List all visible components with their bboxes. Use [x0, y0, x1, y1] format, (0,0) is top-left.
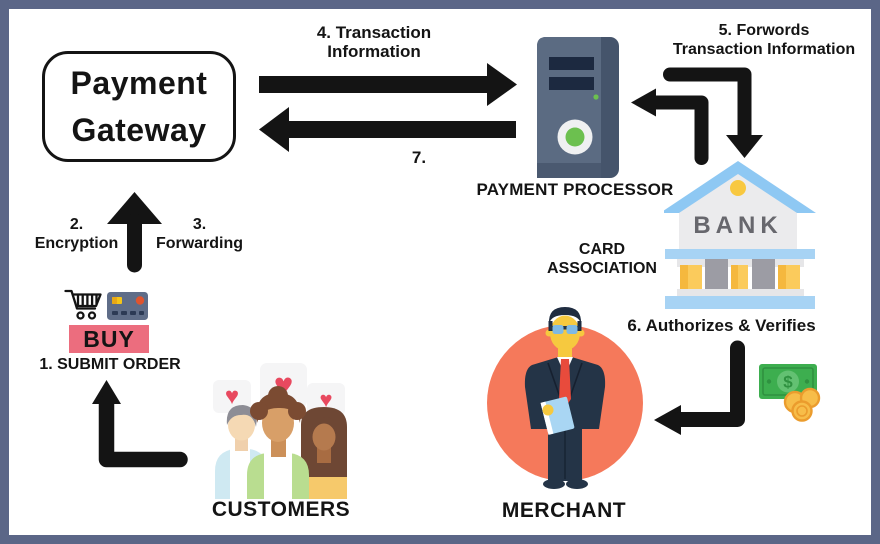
arrow-submit-shaft — [98, 395, 188, 468]
customer-woman — [301, 407, 347, 499]
arrow-gateway-to-processor — [259, 63, 517, 106]
buy-button-label: BUY — [83, 325, 135, 352]
payment-gateway-node: Payment Gateway — [42, 51, 236, 162]
arrow-processor-to-bank-head — [726, 135, 763, 158]
step2-label: 2. Encryption — [24, 215, 129, 253]
arrow-processor-to-bank-shaft — [663, 67, 752, 143]
step2-word: Encryption — [34, 235, 119, 252]
payment-processor-icon — [537, 37, 619, 178]
heart-icon: ♥ — [319, 387, 332, 412]
customer-center — [247, 386, 309, 499]
money-icon: $ — [759, 364, 821, 422]
merchant-person — [524, 307, 606, 489]
arrow-processor-to-gateway — [259, 107, 516, 152]
arrow-bank-to-processor-head — [631, 88, 656, 117]
heart-icon: ♥ — [225, 383, 239, 410]
step4-line2: Information — [327, 42, 421, 61]
card-association-label: CARD ASSOCIATION — [532, 240, 672, 278]
buy-button: BUY — [69, 325, 149, 353]
step6-label: 6. Authorizes & Verifies — [627, 316, 816, 335]
step5-label: 5. Forwords Transaction Information — [654, 21, 871, 59]
step3-word: Forwarding — [155, 235, 244, 252]
step2-number: 2. — [69, 216, 84, 233]
customers-label: CUSTOMERS — [211, 498, 351, 521]
arrow-bank-to-merchant-shaft — [672, 340, 745, 427]
dollar-sign: $ — [783, 373, 793, 392]
payment-gateway-line1: Payment — [70, 64, 208, 101]
coins — [783, 387, 821, 422]
arrow-submit-head — [92, 380, 121, 404]
bank-icon: BANK — [664, 161, 816, 309]
step3-number: 3. — [192, 216, 207, 233]
arrow-bank-to-processor-shaft — [648, 95, 709, 165]
step5-line2: Transaction Information — [672, 41, 856, 58]
step7-label: 7. — [411, 148, 427, 167]
payment-processor-label: PAYMENT PROCESSOR — [476, 180, 674, 199]
arrow-bank-to-merchant-head — [654, 405, 681, 435]
card-association-line1: CARD — [578, 241, 626, 258]
card-association-line2: ASSOCIATION — [547, 260, 657, 277]
credit-card-icon — [107, 292, 148, 320]
step5-line1: 5. Forwords — [718, 22, 810, 39]
payment-gateway-line2: Gateway — [71, 111, 207, 148]
shopping-cart-icon — [64, 289, 102, 320]
step4-line1: 4. Transaction — [316, 23, 432, 42]
step3-label: 3. Forwarding — [147, 215, 252, 253]
step4-label: 4. Transaction Information — [289, 23, 459, 61]
bank-sign-text: BANK — [693, 212, 782, 239]
customers-icon: ♥ ♥ ♥ — [213, 363, 347, 499]
merchant-label: MERCHANT — [501, 499, 627, 522]
merchant-icon — [487, 307, 643, 489]
step1-label: 1. SUBMIT ORDER — [39, 356, 181, 373]
